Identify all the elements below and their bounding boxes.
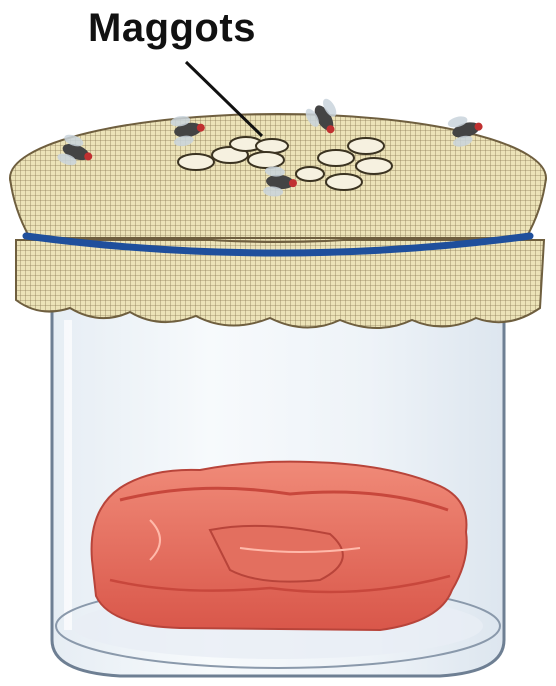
maggots-label: Maggots [88,6,256,51]
meat [92,462,467,630]
